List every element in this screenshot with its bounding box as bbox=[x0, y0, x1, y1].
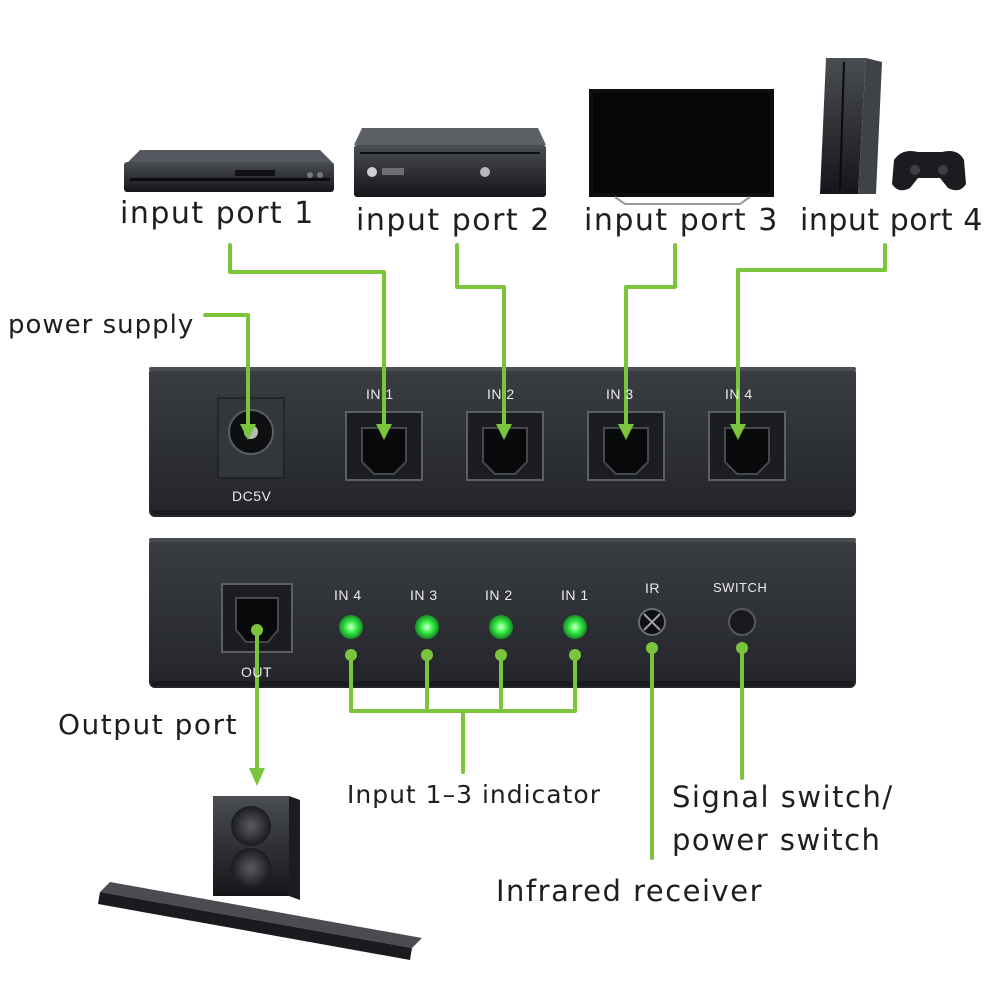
led-in2 bbox=[489, 615, 513, 639]
out-label: OUT bbox=[241, 664, 273, 680]
ir-label: IR bbox=[645, 580, 660, 596]
label-input-port-2: input port 2 bbox=[356, 203, 551, 238]
ir-sensor-icon bbox=[638, 608, 666, 636]
back-port-label-in1: IN 1 bbox=[366, 386, 394, 402]
playstation-console-icon bbox=[820, 58, 966, 194]
led-label-in1: IN 1 bbox=[561, 587, 589, 603]
back-port-label-in2: IN 2 bbox=[487, 386, 515, 402]
back-port-label-in3: IN 3 bbox=[606, 386, 634, 402]
label-power-supply: power supply bbox=[8, 310, 195, 340]
dc5v-label: DC5V bbox=[232, 488, 272, 504]
label-input-port-1: input port 1 bbox=[120, 196, 315, 231]
blu-ray-player-icon bbox=[124, 150, 334, 192]
led-label-in3: IN 3 bbox=[410, 587, 438, 603]
label-indicator: Input 1–3 indicator bbox=[347, 780, 601, 809]
xbox-console-icon bbox=[354, 128, 546, 197]
label-input-port-4: input port 4 bbox=[800, 203, 983, 238]
switch-label: SWITCH bbox=[713, 580, 768, 595]
led-label-in4: IN 4 bbox=[334, 587, 362, 603]
television-icon bbox=[589, 89, 774, 205]
led-in4 bbox=[339, 615, 363, 639]
connector-arrowheads bbox=[240, 424, 746, 786]
optical-port-in4 bbox=[708, 411, 786, 481]
back-port-label-in4: IN 4 bbox=[725, 386, 753, 402]
led-in1 bbox=[563, 615, 587, 639]
label-signal-switch-1: Signal switch/ bbox=[672, 780, 894, 814]
switch-button[interactable] bbox=[728, 608, 756, 636]
label-signal-switch-2: power switch bbox=[672, 823, 882, 857]
connector-dots bbox=[251, 624, 748, 661]
led-label-in2: IN 2 bbox=[485, 587, 513, 603]
led-in3 bbox=[415, 615, 439, 639]
label-input-port-3: input port 3 bbox=[584, 203, 779, 238]
connector-lines bbox=[203, 243, 887, 860]
front-panel bbox=[149, 538, 856, 688]
label-output-port: Output port bbox=[58, 708, 239, 741]
soundbar-subwoofer-icon bbox=[98, 796, 422, 960]
label-infrared-receiver: Infrared receiver bbox=[496, 874, 763, 908]
